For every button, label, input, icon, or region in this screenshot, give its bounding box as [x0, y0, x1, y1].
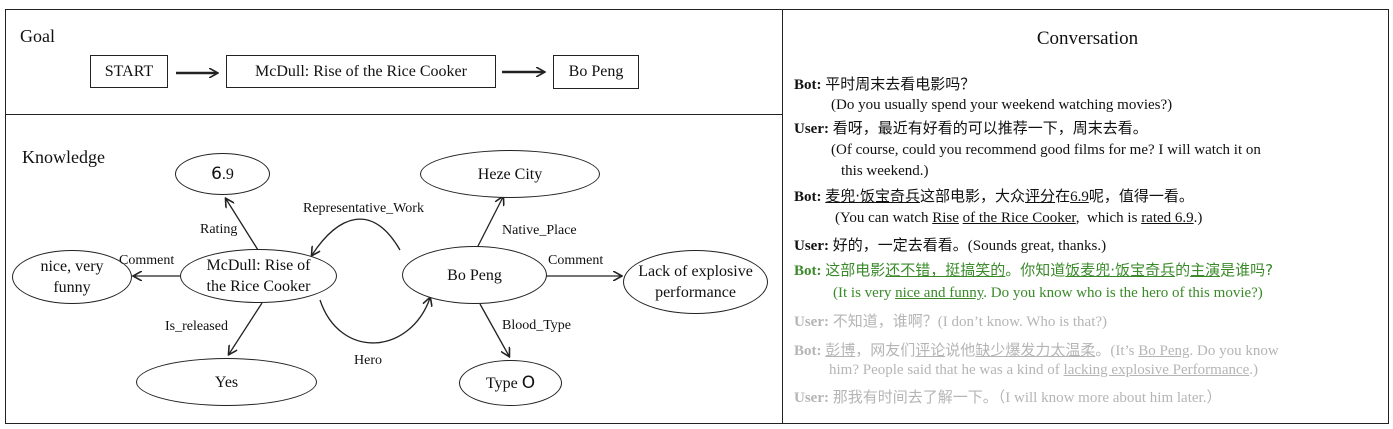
- node-yes: Yes: [136, 358, 317, 406]
- conversation-panel: [782, 9, 1389, 424]
- turn-7-zh: Bot: 彭博，网友们评论说他缺少爆发力太温柔。(It’s Bo Peng. D…: [794, 341, 1279, 359]
- turn-7-en: him? People said that he was a kind of l…: [829, 362, 1259, 378]
- turn-1-en: (Do you usually spend your weekend watch…: [831, 97, 1173, 113]
- node-heze-city: Heze City: [420, 150, 600, 198]
- turn-4: User: 好的，一定去看看。(Sounds great, thanks.): [794, 236, 1107, 254]
- turn-8: User: 那我有时间去了解一下。（I will know more about…: [794, 388, 1222, 406]
- goal-start-box: START: [90, 55, 168, 88]
- turn-5-zh: Bot: 这部电影还不错，挺搞笑的。你知道饭麦兜·饭宝奇兵的主演是谁吗?: [794, 261, 1274, 279]
- goal-person-box: Bo Peng: [553, 55, 639, 89]
- edge-native-place: [475, 197, 503, 251]
- edge-rating: [226, 199, 259, 251]
- node-rating: 6.9: [175, 153, 270, 195]
- turn-2-en-2: this weekend.): [841, 163, 929, 179]
- turn-3-zh: Bot: 麦兜·饭宝奇兵这部电影，大众评分在6.9呢，值得一看。: [794, 187, 1194, 205]
- conversation-title: Conversation: [1036, 28, 1139, 49]
- label-is-released: Is_released: [165, 319, 228, 334]
- edge-is-released: [229, 302, 263, 354]
- turn-2-en-1: (Of course, could you recommend good fil…: [831, 142, 1261, 158]
- goal-title: Goal: [20, 26, 55, 46]
- label-hero: Hero: [354, 353, 382, 368]
- label-rating: Rating: [200, 222, 238, 237]
- turn-3-en: (You can watch Rise of the Rice Cooker, …: [835, 210, 1203, 226]
- edge-blood-type: [479, 303, 509, 356]
- edge-representative-work: [312, 218, 401, 255]
- knowledge-title: Knowledge: [22, 147, 105, 167]
- label-blood-type: Blood_Type: [502, 318, 572, 333]
- turn-2-zh: User: 看呀，最近有好看的可以推荐一下，周末去看。: [794, 119, 1148, 137]
- turn-1-zh: Bot: 平时周末去看电影吗？: [794, 75, 976, 93]
- label-native-place: Native_Place: [502, 223, 577, 238]
- node-type-o: Type O: [459, 360, 562, 406]
- edge-hero: [319, 298, 430, 344]
- label-representative-work: Representative_Work: [303, 201, 424, 216]
- turn-6: User: 不知道，谁啊？(I don’t know. Who is that?…: [794, 312, 1108, 330]
- goal-movie-box: McDull: Rise of the Rice Cooker: [226, 55, 496, 88]
- node-bo-peng: Bo Peng: [402, 246, 547, 304]
- turn-5-en: (It is very nice and funny. Do you know …: [833, 285, 1263, 301]
- label-comment-left: Comment: [119, 253, 175, 268]
- label-comment-right: Comment: [548, 253, 604, 268]
